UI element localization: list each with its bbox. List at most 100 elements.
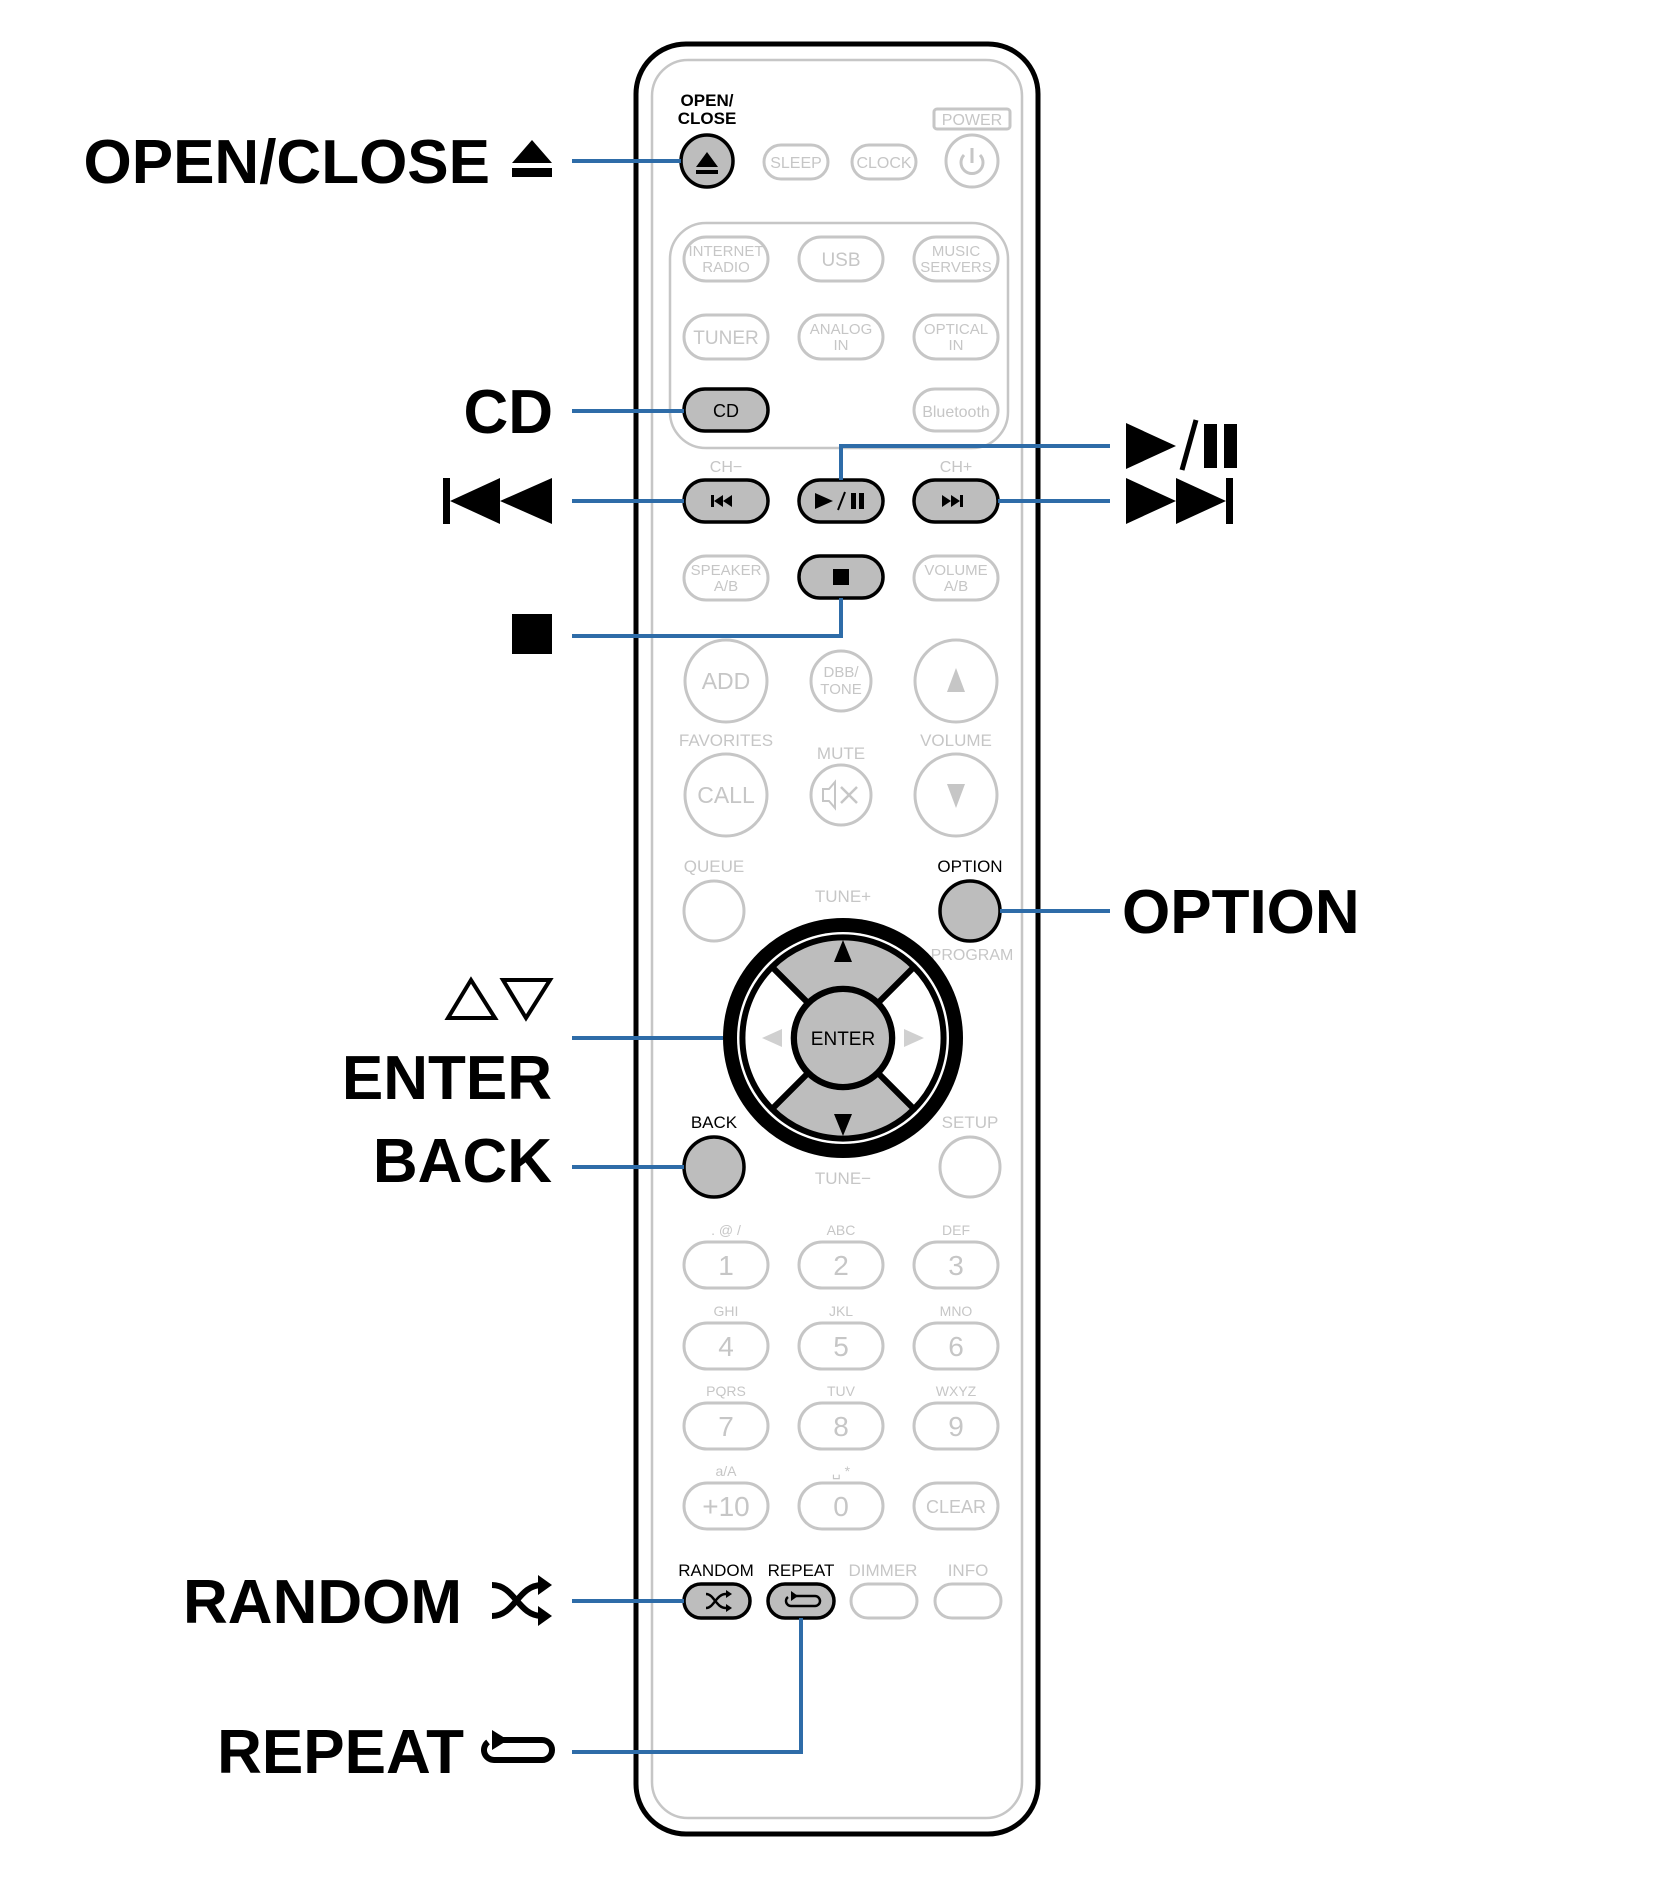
keypad-button-6[interactable]: 7 bbox=[682, 1401, 770, 1451]
volume-ab-label-2: A/B bbox=[944, 578, 968, 595]
enter-button[interactable]: ENTER bbox=[791, 986, 895, 1090]
eject-icon bbox=[512, 140, 552, 177]
stop-button[interactable] bbox=[797, 554, 885, 600]
analog-in-button[interactable]: ANALOG IN bbox=[797, 313, 885, 361]
usb-label: USB bbox=[821, 250, 860, 271]
keypad-letters: TUV bbox=[827, 1383, 856, 1399]
open-close-label-1: OPEN/ bbox=[681, 91, 734, 110]
mute-button[interactable] bbox=[809, 763, 873, 827]
cursor-up-icon bbox=[834, 940, 852, 962]
keypad-button-5[interactable]: 6 bbox=[912, 1321, 1000, 1371]
eject-icon bbox=[696, 152, 718, 174]
clock-label: CLOCK bbox=[856, 155, 911, 172]
shuffle-callout-icon bbox=[491, 1575, 552, 1626]
clock-button[interactable]: CLOCK bbox=[850, 143, 918, 181]
keypad-letters: ABC bbox=[827, 1222, 856, 1238]
setup-label: SETUP bbox=[942, 1113, 999, 1132]
keypad-button-9[interactable]: +10 bbox=[682, 1481, 770, 1531]
power-button[interactable]: POWER bbox=[932, 107, 1012, 189]
play-pause-callout-icon bbox=[1126, 419, 1237, 471]
dimmer-button[interactable] bbox=[849, 1582, 919, 1620]
keypad-button-7[interactable]: 8 bbox=[797, 1401, 885, 1451]
skip-back-button[interactable] bbox=[682, 478, 770, 524]
volume-down-button[interactable] bbox=[913, 752, 999, 838]
music-servers-label-2: SERVERS bbox=[920, 259, 991, 276]
keypad-button-1[interactable]: 2 bbox=[797, 1240, 885, 1290]
analog-in-label-2: IN bbox=[834, 337, 849, 354]
stop-callout-icon bbox=[512, 614, 552, 654]
enter-callout-label: ENTER bbox=[342, 1044, 552, 1113]
internet-radio-button[interactable]: INTERNET RADIO bbox=[682, 235, 770, 283]
tune-minus-label: TUNE− bbox=[815, 1169, 871, 1188]
play-pause-button[interactable] bbox=[797, 478, 885, 524]
music-servers-label-1: MUSIC bbox=[932, 243, 981, 260]
random-button[interactable] bbox=[682, 1582, 752, 1620]
internet-radio-label-2: RADIO bbox=[702, 259, 750, 276]
repeat-callout-label: REPEAT bbox=[217, 1718, 464, 1787]
analog-in-label-1: ANALOG bbox=[810, 321, 873, 338]
number-keypad: 1. @ /2ABC3DEF4GHI5JKL6MNO7PQRS8TUV9WXYZ… bbox=[682, 1222, 1000, 1531]
queue-button[interactable] bbox=[682, 879, 746, 943]
optical-in-label-1: OPTICAL bbox=[924, 321, 988, 338]
power-label: POWER bbox=[942, 112, 1002, 129]
random-remote-label: RANDOM bbox=[678, 1561, 754, 1580]
keypad-button-10[interactable]: 0 bbox=[797, 1481, 885, 1531]
ch-plus-label: CH+ bbox=[940, 459, 972, 476]
info-button[interactable] bbox=[933, 1582, 1003, 1620]
speaker-label-2: A/B bbox=[714, 578, 738, 595]
volume-ab-button[interactable]: VOLUME A/B bbox=[912, 554, 1000, 602]
option-callout-label: OPTION bbox=[1122, 878, 1360, 947]
speaker-ab-button[interactable]: SPEAKER A/B bbox=[682, 554, 770, 602]
keypad-number: +10 bbox=[702, 1491, 750, 1522]
repeat-leader bbox=[572, 1618, 803, 1754]
cursor-down-icon bbox=[834, 1114, 852, 1136]
stop-icon bbox=[833, 569, 849, 585]
keypad-number: 0 bbox=[833, 1491, 849, 1522]
skip-forward-callout-icon bbox=[1126, 478, 1233, 524]
keypad-letters: MNO bbox=[940, 1303, 973, 1319]
skip-back-icon bbox=[711, 495, 732, 507]
open-close-button[interactable]: OPEN/ CLOSE bbox=[678, 91, 737, 189]
keypad-number: 4 bbox=[718, 1331, 734, 1362]
sleep-label: SLEEP bbox=[770, 155, 822, 172]
option-remote-label: OPTION bbox=[937, 857, 1002, 876]
keypad-button-8[interactable]: 9 bbox=[912, 1401, 1000, 1451]
keypad-number: 9 bbox=[948, 1411, 964, 1442]
keypad-number: 2 bbox=[833, 1250, 849, 1281]
optical-in-button[interactable]: OPTICAL IN bbox=[912, 313, 1000, 361]
bluetooth-button[interactable]: Bluetooth bbox=[912, 387, 1000, 433]
dbb-tone-button[interactable]: DBB/ TONE bbox=[809, 649, 873, 713]
skip-forward-button[interactable] bbox=[912, 478, 1000, 524]
back-callout-label: BACK bbox=[373, 1127, 552, 1196]
keypad-button-0[interactable]: 1 bbox=[682, 1240, 770, 1290]
call-button[interactable]: CALL bbox=[683, 752, 769, 838]
repeat-button[interactable] bbox=[766, 1582, 836, 1620]
open-close-label-2: CLOSE bbox=[678, 109, 737, 128]
repeat-icon bbox=[784, 1591, 822, 1608]
option-button[interactable] bbox=[938, 879, 1002, 943]
back-button[interactable] bbox=[682, 1135, 746, 1199]
volume-ab-label-1: VOLUME bbox=[924, 562, 987, 579]
music-servers-button[interactable]: MUSIC SERVERS bbox=[912, 235, 1000, 283]
keypad-button-2[interactable]: 3 bbox=[912, 1240, 1000, 1290]
setup-button[interactable] bbox=[938, 1135, 1002, 1199]
dbb-label-2: TONE bbox=[820, 681, 861, 698]
keypad-letters: GHI bbox=[714, 1303, 739, 1319]
callout-open-close: OPEN/CLOSE bbox=[83, 128, 552, 197]
add-button[interactable]: ADD bbox=[683, 638, 769, 724]
keypad-button-4[interactable]: 5 bbox=[797, 1321, 885, 1371]
keypad-letters: WXYZ bbox=[936, 1383, 977, 1399]
queue-label: QUEUE bbox=[684, 857, 744, 876]
sleep-button[interactable]: SLEEP bbox=[762, 143, 830, 181]
mute-icon bbox=[822, 779, 858, 811]
skip-forward-icon bbox=[942, 495, 963, 507]
keypad-button-3[interactable]: 4 bbox=[682, 1321, 770, 1371]
dbb-label-1: DBB/ bbox=[823, 664, 859, 681]
usb-button[interactable]: USB bbox=[797, 235, 885, 283]
keypad-letters: PQRS bbox=[706, 1383, 746, 1399]
cd-button[interactable]: CD bbox=[682, 387, 770, 433]
keypad-button-11[interactable]: CLEAR bbox=[912, 1481, 1000, 1531]
tuner-button[interactable]: TUNER bbox=[682, 313, 770, 361]
volume-up-button[interactable] bbox=[913, 638, 999, 724]
repeat-remote-label: REPEAT bbox=[768, 1561, 835, 1580]
